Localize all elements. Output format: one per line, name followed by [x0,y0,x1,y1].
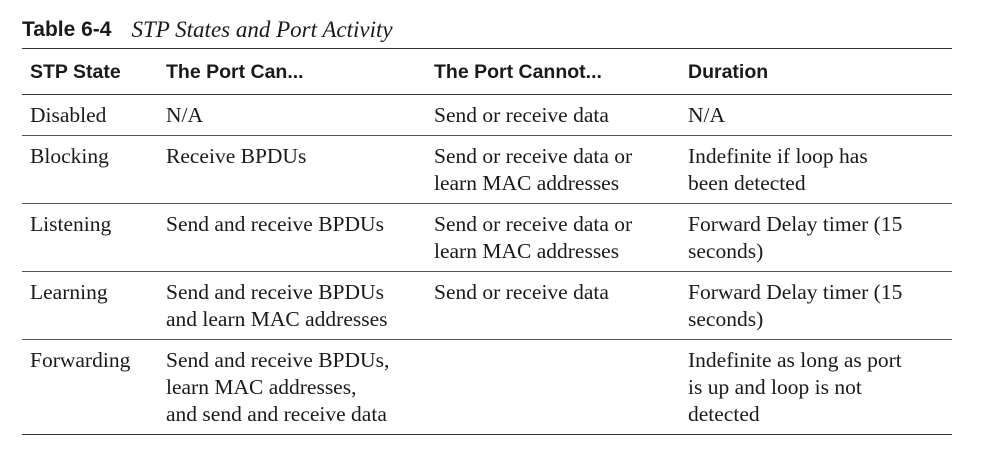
header-row: STP State The Port Can... The Port Canno… [22,48,952,95]
table-row: Forwarding Send and receive BPDUs, learn… [22,339,952,435]
table-row: Learning Send and receive BPDUs and lear… [22,271,952,340]
cell-stp-state: Forwarding [22,339,158,435]
table-title: STP States and Port Activity [131,17,393,42]
cell-port-can: Receive BPDUs [158,135,426,204]
cell-port-cannot: Send or receive data or learn MAC addres… [426,203,680,272]
cell-duration: Indefinite as long as port is up and loo… [680,339,952,435]
header-duration: Duration [680,48,952,95]
cell-port-can: Send and receive BPDUs and learn MAC add… [158,271,426,340]
cell-port-can: N/A [158,94,426,136]
header-port-cannot: The Port Cannot... [426,48,680,95]
cell-port-cannot: Send or receive data or learn MAC addres… [426,135,680,204]
stp-states-table: STP State The Port Can... The Port Canno… [22,48,952,435]
cell-duration: Forward Delay timer (15 seconds) [680,271,952,340]
table-container: Table 6-4 STP States and Port Activity S… [22,12,952,435]
table-number: Table 6-4 [22,18,112,41]
header-port-can: The Port Can... [158,48,426,95]
cell-duration: Indefinite if loop has been detected [680,135,952,204]
cell-stp-state: Listening [22,203,158,272]
cell-stp-state: Blocking [22,135,158,204]
cell-port-cannot [426,339,680,435]
cell-port-cannot: Send or receive data [426,271,680,340]
cell-stp-state: Disabled [22,94,158,136]
cell-port-can: Send and receive BPDUs [158,203,426,272]
cell-duration: N/A [680,94,952,136]
table-row: Disabled N/A Send or receive data N/A [22,94,952,136]
table-row: Blocking Receive BPDUs Send or receive d… [22,135,952,204]
header-stp-state: STP State [22,48,158,95]
cell-stp-state: Learning [22,271,158,340]
cell-duration: Forward Delay timer (15 seconds) [680,203,952,272]
cell-port-cannot: Send or receive data [426,94,680,136]
cell-port-can: Send and receive BPDUs, learn MAC addres… [158,339,426,435]
table-caption: Table 6-4 STP States and Port Activity [22,12,952,48]
table-row: Listening Send and receive BPDUs Send or… [22,203,952,272]
